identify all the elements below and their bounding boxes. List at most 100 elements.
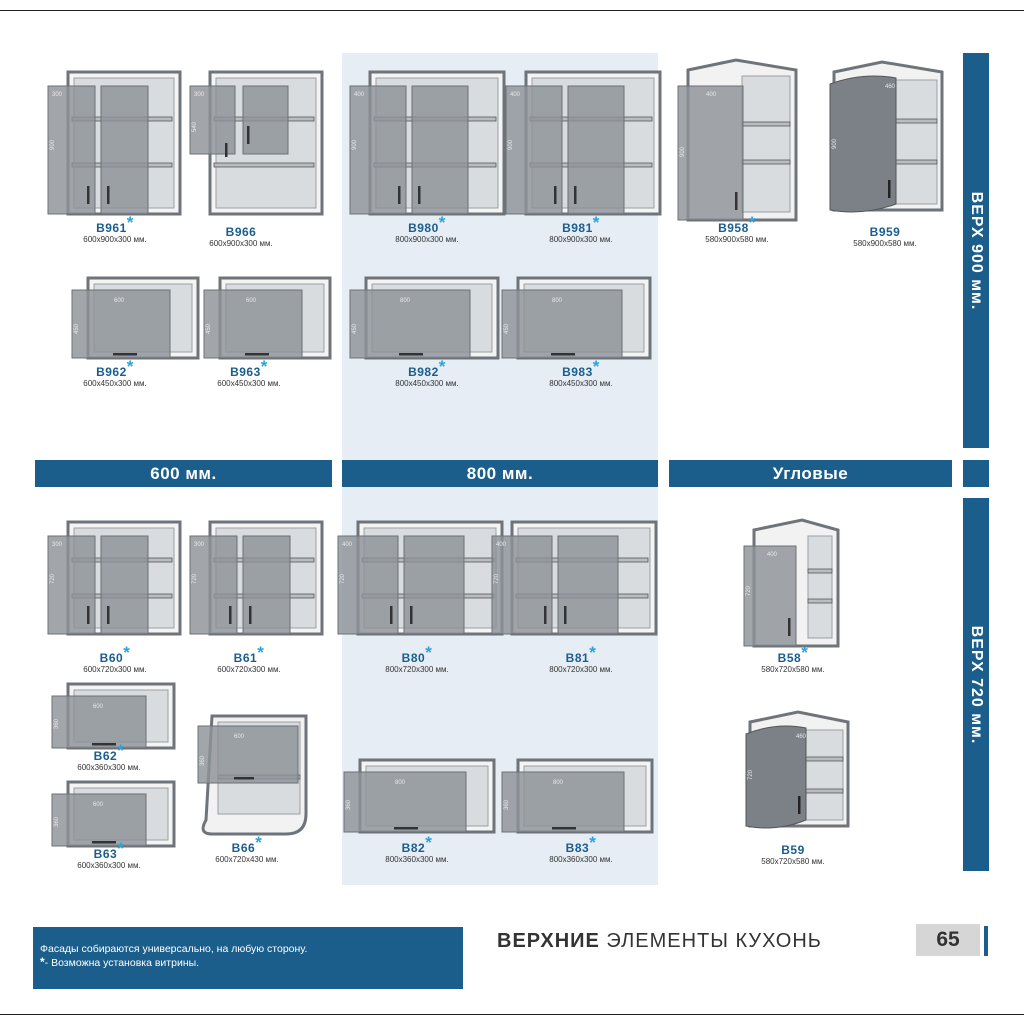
cabinet-code-text: В958 — [718, 221, 749, 235]
door-handle — [107, 186, 110, 204]
cabinet-dimensions: 600x360x300 мм. — [77, 763, 141, 772]
cabinet-interior — [73, 77, 175, 209]
door-panel — [47, 535, 96, 635]
side-label-900: ВЕРХ 900 мм. — [968, 191, 985, 310]
flap-door — [51, 793, 147, 847]
section-800-label: 800 мм. — [466, 463, 534, 483]
cabinet-dimensions: 580x900x580 мм. — [705, 235, 769, 244]
cabinet-code: В980* — [352, 214, 502, 235]
cabinet-caption: В63*600x360x300 мм. — [34, 840, 184, 871]
bottom-rule — [0, 1014, 1024, 1015]
door-panel — [100, 535, 149, 635]
door-panel — [743, 545, 797, 647]
cabinet-caption: В983*800x450x300 мм. — [506, 358, 656, 389]
flap-handle — [113, 353, 137, 356]
dimension-label: 300 — [52, 542, 63, 548]
cabinet-dimensions: 580x720x580 мм. — [761, 665, 825, 674]
cabinet-dimensions: 800x360x300 мм. — [385, 855, 449, 864]
vitrine-star: * — [117, 839, 125, 858]
flap-handle — [92, 841, 116, 844]
vitrine-star: * — [589, 833, 597, 852]
cabinet-caption: В58*580x720x580 мм. — [718, 644, 868, 675]
cabinet-caption: В982*800x450x300 мм. — [352, 358, 502, 389]
door-panel — [677, 85, 744, 221]
door-handle — [229, 606, 232, 624]
page-title: ВЕРХНИЕ ЭЛЕМЕНТЫ КУХОНЬ — [497, 930, 822, 953]
cabinet-code: В81* — [506, 644, 656, 665]
note-star: * — [40, 955, 45, 969]
dimension-label: 720 — [192, 573, 198, 584]
dimension-label: 720 — [50, 573, 56, 584]
cabinet-code-text: В982 — [408, 365, 439, 379]
vitrine-star: * — [117, 741, 125, 760]
cabinet-code-text: В981 — [562, 221, 593, 235]
shelf — [71, 162, 173, 168]
cabinet-code: В61* — [174, 644, 324, 665]
cabinet-code: В962* — [40, 358, 190, 379]
dimension-label: 900 — [832, 138, 838, 149]
dimension-label: 540 — [192, 121, 198, 132]
cabinet-code-text: В66 — [231, 841, 256, 855]
cabinet-code-text: В983 — [562, 365, 593, 379]
cabinet-interior — [805, 729, 844, 821]
carcass — [66, 682, 176, 750]
shelf — [807, 598, 833, 604]
dimension-label: 460 — [885, 84, 896, 90]
dimension-label: 400 — [706, 92, 717, 98]
cabinet-interior — [215, 77, 317, 209]
cabinet-code: В959 — [810, 224, 960, 239]
carcass — [208, 70, 324, 216]
cabinet-caption: В961*600x900x300 мм. — [40, 214, 190, 245]
flap-door — [51, 695, 147, 749]
cabinet-caption: В980*800x900x300 мм. — [352, 214, 502, 245]
carcass — [86, 276, 200, 360]
cabinet-caption: В62*600x360x300 мм. — [34, 742, 184, 773]
shelf — [213, 593, 315, 599]
cabinet-code: В80* — [342, 644, 492, 665]
title-bold: ВЕРХНИЕ — [497, 930, 600, 952]
cabinet-caption: В81*800x720x300 мм. — [506, 644, 656, 675]
door-handle — [87, 186, 90, 204]
corner-carcass — [686, 58, 798, 222]
cabinet-interior — [217, 721, 301, 815]
shelf — [895, 118, 938, 124]
vitrine-star: * — [748, 213, 756, 232]
title-rest: ЭЛЕМЕНТЫ КУХОНЬ — [599, 930, 822, 952]
vitrine-star: * — [425, 833, 433, 852]
cabinet-interior — [93, 283, 193, 353]
shelf — [741, 159, 791, 165]
cabinet-dimensions: 600x450x300 мм. — [217, 379, 281, 388]
cabinet-caption: В66*600x720x430 мм. — [172, 834, 322, 865]
door-handle — [798, 796, 801, 814]
shelf — [741, 121, 791, 127]
cabinet-code-text: В963 — [230, 365, 261, 379]
section-800-bar: 800 мм. — [342, 460, 658, 487]
cabinet-dimensions: 600x900x300 мм. — [83, 235, 147, 244]
door-panel — [100, 85, 149, 215]
cabinet-interior — [741, 75, 791, 213]
cabinet-code: В63* — [34, 840, 184, 861]
vitrine-star: * — [592, 357, 600, 376]
cabinet-interior — [73, 689, 169, 743]
cabinet-interior — [73, 527, 175, 629]
side-label-720: ВЕРХ 720 мм. — [968, 625, 985, 744]
dimension-label: 720 — [748, 769, 754, 780]
shelf — [213, 557, 315, 563]
dimension-label: 600 — [234, 734, 245, 740]
cabinet-code-text: В81 — [565, 651, 590, 665]
dimension-label: 900 — [50, 139, 56, 150]
vitrine-star: * — [425, 643, 433, 662]
vitrine-star: * — [123, 643, 131, 662]
door-panel — [242, 85, 289, 155]
cabinet-interior — [807, 535, 833, 639]
dimension-label: 600 — [246, 298, 257, 304]
shelf — [213, 162, 315, 168]
carcass — [201, 714, 308, 836]
dimension-label: 360 — [54, 816, 60, 827]
dimension-label: 300 — [52, 92, 63, 98]
side-bar-720: ВЕРХ 720 мм. — [963, 498, 989, 871]
dimension-label: 400 — [767, 552, 778, 558]
vitrine-star: * — [260, 357, 268, 376]
cabinet-code: В58* — [718, 644, 868, 665]
